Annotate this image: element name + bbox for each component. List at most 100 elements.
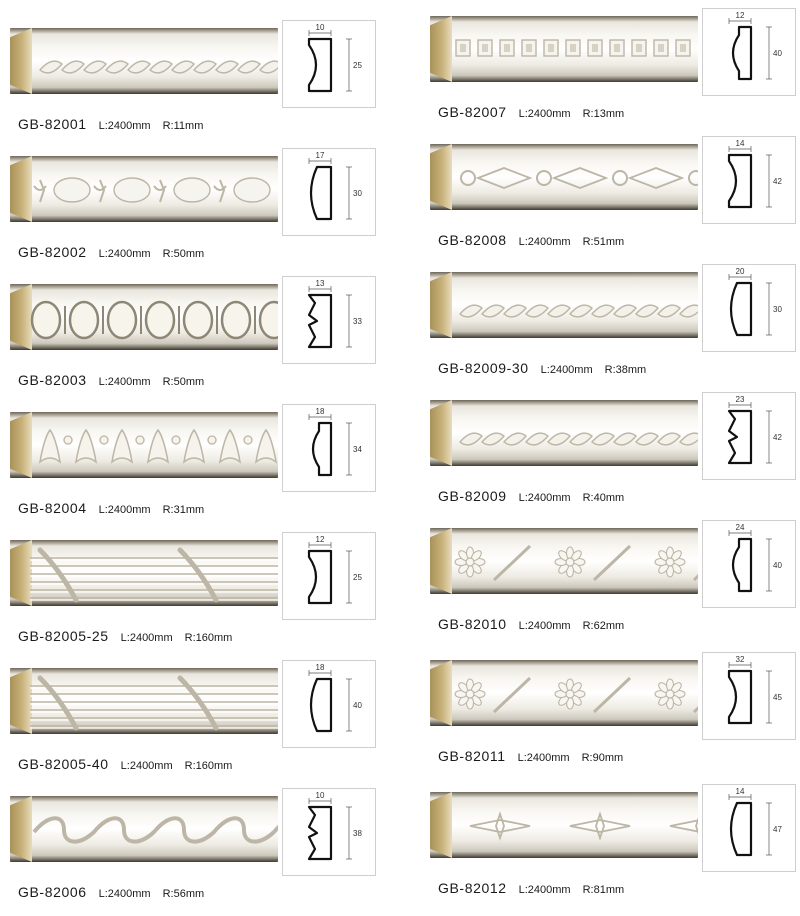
pattern-svg bbox=[32, 816, 278, 844]
pattern-svg bbox=[30, 300, 278, 340]
pattern-svg bbox=[30, 675, 278, 731]
pattern-svg bbox=[469, 811, 698, 841]
molding-photo bbox=[10, 284, 278, 350]
product-code: GB-82003 bbox=[18, 372, 87, 388]
pattern-svg bbox=[454, 676, 698, 714]
radius-spec: R:50mm bbox=[162, 376, 205, 388]
profile-svg: 12 40 bbox=[728, 11, 782, 81]
profile-drawing: 23 42 bbox=[702, 392, 796, 480]
product-caption: GB-82006 L:2400mm R:56mm bbox=[18, 884, 378, 902]
radius-spec: R:50mm bbox=[162, 248, 205, 260]
radius-spec: R:160mm bbox=[184, 760, 233, 772]
molding-photo bbox=[10, 28, 278, 94]
length-spec: L:2400mm bbox=[518, 884, 571, 896]
profile-height-label: 25 bbox=[353, 61, 362, 70]
length-spec: L:2400mm bbox=[518, 108, 571, 120]
profile-svg: 14 42 bbox=[727, 139, 782, 209]
profile-svg: 10 25 bbox=[307, 23, 362, 93]
profile-height-label: 25 bbox=[353, 573, 362, 582]
molding-photo bbox=[10, 156, 278, 222]
profile-drawing: 10 25 bbox=[282, 20, 376, 108]
molding-photo bbox=[10, 540, 278, 606]
molding-photo bbox=[430, 792, 698, 858]
radius-spec: R:56mm bbox=[162, 888, 205, 900]
profile-height-label: 30 bbox=[773, 305, 782, 314]
profile-drawing: 12 25 bbox=[282, 532, 376, 620]
product-code: GB-82012 bbox=[438, 880, 507, 896]
molding-photo bbox=[10, 668, 278, 734]
molding-photo bbox=[430, 400, 698, 466]
length-spec: L:2400mm bbox=[517, 752, 570, 764]
profile-svg: 32 45 bbox=[727, 655, 782, 725]
profile-height-label: 42 bbox=[773, 433, 782, 442]
pattern-svg bbox=[33, 177, 271, 203]
length-spec: L:2400mm bbox=[540, 364, 593, 376]
profile-height-label: 45 bbox=[773, 693, 782, 702]
product-code: GB-82005-25 bbox=[18, 628, 109, 644]
profile-height-label: 38 bbox=[353, 829, 362, 838]
molding-photo bbox=[10, 796, 278, 862]
profile-height-label: 47 bbox=[773, 825, 782, 834]
profile-height-label: 40 bbox=[773, 49, 782, 58]
radius-spec: R:38mm bbox=[604, 364, 647, 376]
product-code: GB-82004 bbox=[18, 500, 87, 516]
product-caption: GB-82009-30 L:2400mm R:38mm bbox=[438, 360, 798, 378]
length-spec: L:2400mm bbox=[98, 888, 151, 900]
profile-width-label: 20 bbox=[736, 267, 745, 276]
profile-width-label: 12 bbox=[736, 11, 745, 20]
profile-width-label: 24 bbox=[736, 523, 745, 532]
profile-height-label: 42 bbox=[773, 177, 782, 186]
radius-spec: R:160mm bbox=[184, 632, 233, 644]
length-spec: L:2400mm bbox=[518, 620, 571, 632]
product-code: GB-82001 bbox=[18, 116, 87, 132]
product-code: GB-82010 bbox=[438, 616, 507, 632]
product-code: GB-82005-40 bbox=[18, 756, 109, 772]
product-code: GB-82011 bbox=[438, 748, 506, 764]
pattern-svg bbox=[454, 544, 698, 582]
pattern-svg bbox=[460, 167, 698, 189]
profile-width-label: 23 bbox=[736, 395, 745, 404]
molding-photo bbox=[430, 660, 698, 726]
profile-width-label: 18 bbox=[316, 663, 325, 672]
profile-width-label: 32 bbox=[736, 655, 745, 664]
pattern-svg bbox=[38, 428, 278, 464]
product-code: GB-82006 bbox=[18, 884, 87, 900]
profile-drawing: 32 45 bbox=[702, 652, 796, 740]
profile-height-label: 40 bbox=[353, 701, 362, 710]
profile-width-label: 12 bbox=[316, 535, 325, 544]
radius-spec: R:31mm bbox=[162, 504, 205, 516]
profile-width-label: 10 bbox=[316, 23, 325, 32]
profile-width-label: 14 bbox=[736, 139, 745, 148]
product-code: GB-82009-30 bbox=[438, 360, 529, 376]
profile-width-label: 18 bbox=[316, 407, 325, 416]
